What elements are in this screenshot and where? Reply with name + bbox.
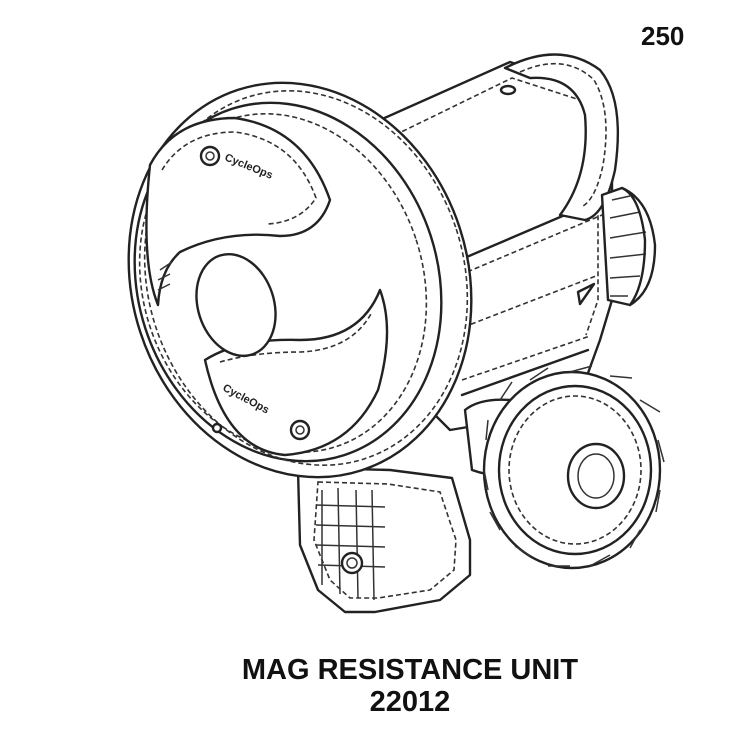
body-vent-hole bbox=[499, 84, 517, 96]
resistance-knob[interactable] bbox=[463, 365, 665, 570]
caption-part-number: 22012 bbox=[369, 686, 451, 718]
figure-reference-number: 250 bbox=[641, 21, 685, 51]
flywheel-hub bbox=[195, 252, 277, 358]
flywheel-screw bbox=[211, 422, 223, 434]
side-adjustment-knob[interactable] bbox=[600, 186, 657, 307]
bracket-bolt-hole bbox=[340, 551, 364, 575]
direction-arrow bbox=[576, 282, 596, 306]
caption-title: MAG RESISTANCE UNIT bbox=[241, 654, 579, 686]
logo-gear-icon bbox=[289, 419, 311, 441]
mounting-bracket bbox=[296, 466, 472, 614]
knob-center-cap bbox=[566, 442, 626, 510]
flywheel-cover-swooshes bbox=[145, 116, 389, 457]
logo-gear-icon bbox=[199, 145, 221, 167]
